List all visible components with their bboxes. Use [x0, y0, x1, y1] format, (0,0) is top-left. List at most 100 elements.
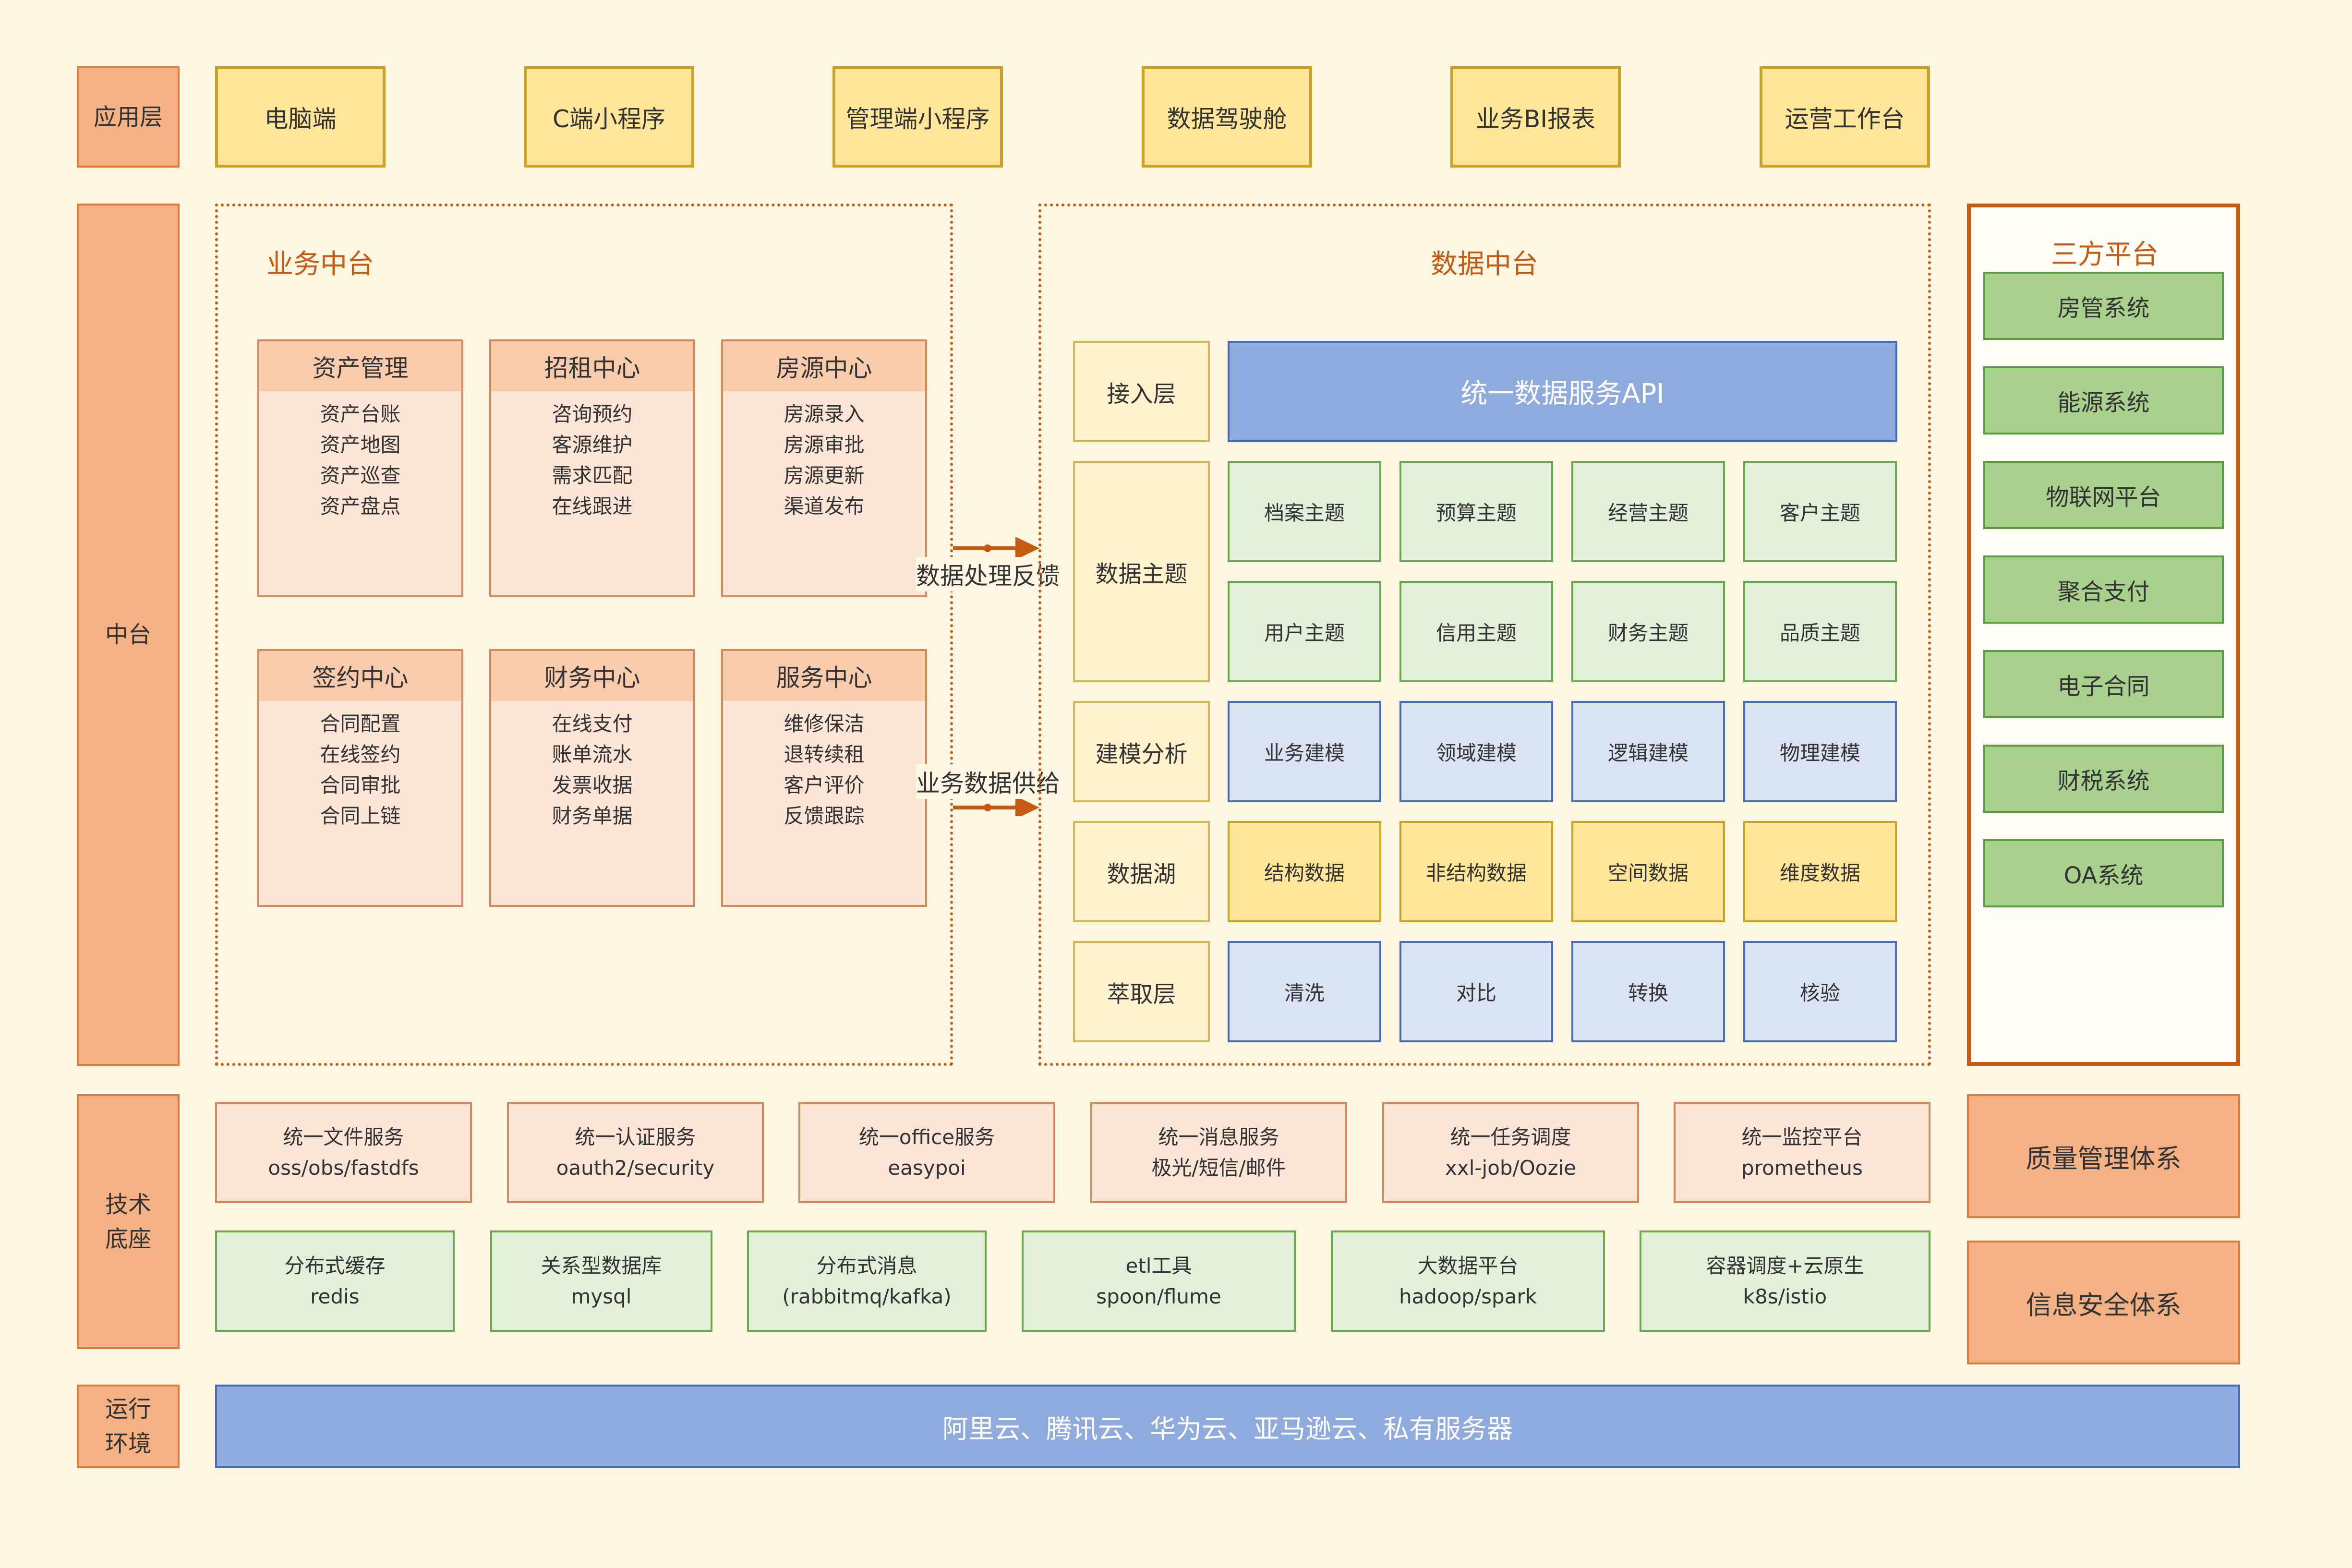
- third-party-item-text: OA系统: [2063, 862, 2144, 889]
- layer-label-runtime-text: 运行环境: [105, 1396, 151, 1457]
- card-item: 合同上链: [320, 804, 401, 828]
- layer-label-app: 应用层: [77, 66, 180, 168]
- model-item: 逻辑建模: [1571, 701, 1725, 802]
- tech-infra-detail: k8s/istio: [1743, 1284, 1827, 1308]
- app-label: 运营工作台: [1785, 105, 1905, 133]
- tech-infra: 大数据平台 hadoop/spark: [1331, 1230, 1605, 1332]
- model-item-text: 逻辑建模: [1607, 741, 1689, 765]
- third-party-item: 电子合同: [1983, 650, 2224, 718]
- third-party-platform: [1967, 204, 2240, 1066]
- extract-item: 清洗: [1228, 941, 1381, 1042]
- topic-item-text: 预算主题: [1435, 501, 1517, 525]
- third-party-item: OA系统: [1983, 839, 2224, 907]
- lake-item-text: 结构数据: [1264, 861, 1345, 885]
- tech-service-detail: oss/obs/fastdfs: [268, 1156, 419, 1180]
- card-item: 在线签约: [320, 743, 401, 766]
- supply-label: 业务数据供给: [916, 764, 1060, 799]
- third-party-item-text: 能源系统: [2057, 389, 2150, 416]
- card-item: 需求匹配: [552, 464, 633, 487]
- card-title: 招租中心: [491, 341, 693, 391]
- tech-infra-name: 大数据平台: [1417, 1254, 1519, 1278]
- extract-item: 对比: [1399, 941, 1553, 1042]
- lake-item-text: 维度数据: [1779, 861, 1860, 885]
- card-title: 签约中心: [259, 651, 461, 701]
- model-item-text: 物理建模: [1779, 741, 1860, 765]
- app-box: 运营工作台: [1760, 66, 1930, 168]
- app-box: 数据驾驶舱: [1142, 66, 1312, 168]
- tech-infra-detail: mysql: [571, 1284, 632, 1308]
- connector-arrows: [953, 537, 1039, 816]
- lake-item: 结构数据: [1228, 821, 1381, 922]
- app-label: 电脑端: [264, 105, 337, 133]
- supply-arrow: [953, 796, 1039, 816]
- third-party-item-text: 电子合同: [2057, 673, 2150, 700]
- card-item: 咨询预约: [552, 402, 633, 426]
- third-party-item-text: 房管系统: [2057, 295, 2150, 322]
- topic-item-text: 用户主题: [1264, 621, 1345, 645]
- layer-label-tech-text: 技术底座: [105, 1191, 151, 1253]
- tech-infra-name: 容器调度+云原生: [1706, 1254, 1864, 1278]
- topic-label-text: 数据主题: [1095, 560, 1188, 588]
- third-party-item: 财税系统: [1983, 745, 2224, 813]
- access-layer-text: 接入层: [1107, 380, 1176, 408]
- security-system: 信息安全体系: [1967, 1241, 2240, 1364]
- app-label: 业务BI报表: [1475, 105, 1596, 133]
- third-party-item-text: 财税系统: [2057, 768, 2150, 795]
- card-title: 资产管理: [259, 341, 461, 391]
- card-title: 服务中心: [723, 651, 925, 701]
- tech-infra-detail: (rabbitmq/kafka): [782, 1284, 952, 1308]
- business-card: 房源中心 房源录入房源审批房源更新渠道发布: [721, 339, 927, 597]
- card-item: 渠道发布: [784, 495, 865, 518]
- tech-infra-detail: redis: [310, 1284, 360, 1308]
- app-box: 管理端小程序: [832, 66, 1003, 168]
- layer-label-tech: 技术底座: [77, 1094, 180, 1349]
- topic-item: 预算主题: [1399, 461, 1553, 562]
- card-title: 财务中心: [491, 651, 693, 701]
- card-item: 客户评价: [784, 773, 865, 797]
- access-layer-label: 接入层: [1073, 341, 1210, 442]
- card-item: 房源更新: [784, 464, 865, 487]
- data-service-api: 统一数据服务API: [1228, 341, 1897, 442]
- card-item: 在线跟进: [552, 495, 633, 518]
- tech-service-name: 统一文件服务: [283, 1125, 404, 1149]
- tech-service-detail: xxl-job/Oozie: [1445, 1156, 1577, 1180]
- lake-item: 维度数据: [1743, 821, 1897, 922]
- layer-label-app-text: 应用层: [93, 103, 163, 131]
- tech-infra: 分布式消息(rabbitmq/kafka): [747, 1230, 987, 1332]
- model-item-text: 业务建模: [1264, 741, 1345, 765]
- topic-item-text: 信用主题: [1435, 621, 1517, 645]
- business-platform: [215, 204, 953, 1066]
- third-party-item-text: 聚合支付: [2057, 579, 2150, 605]
- topic-item-text: 档案主题: [1264, 501, 1345, 525]
- tech-infra-detail: hadoop/spark: [1399, 1284, 1537, 1308]
- extract-item: 核验: [1743, 941, 1897, 1042]
- model-item: 领域建模: [1399, 701, 1553, 802]
- lake-label-text: 数据湖: [1107, 860, 1176, 888]
- card-item: 合同审批: [320, 773, 401, 797]
- extract-item-text: 核验: [1799, 981, 1840, 1005]
- extract-item: 转换: [1571, 941, 1725, 1042]
- card-title: 房源中心: [723, 341, 925, 391]
- lake-label: 数据湖: [1073, 821, 1210, 922]
- card-item: 房源录入: [784, 402, 865, 426]
- card-item: 退转续租: [784, 743, 865, 766]
- topic-item-text: 品质主题: [1779, 621, 1860, 645]
- business-card: 资产管理 资产台账资产地图资产巡查资产盘点: [257, 339, 463, 597]
- third-party-item: 物联网平台: [1983, 461, 2224, 529]
- topic-item-text: 经营主题: [1607, 501, 1689, 525]
- data-service-api-text: 统一数据服务API: [1460, 378, 1664, 410]
- model-label: 建模分析: [1073, 701, 1210, 802]
- topic-item: 信用主题: [1399, 581, 1553, 682]
- app-box: 业务BI报表: [1450, 66, 1621, 168]
- card-item: 房源审批: [784, 433, 865, 457]
- tech-infra-name: etl工具: [1125, 1254, 1192, 1278]
- model-item: 业务建模: [1228, 701, 1381, 802]
- tech-service-detail: easypoi: [888, 1156, 966, 1180]
- card-item: 资产地图: [320, 433, 401, 457]
- tech-service-name: 统一office服务: [858, 1125, 995, 1149]
- model-label-text: 建模分析: [1095, 740, 1188, 768]
- tech-service-detail: 极光/短信/邮件: [1151, 1156, 1286, 1180]
